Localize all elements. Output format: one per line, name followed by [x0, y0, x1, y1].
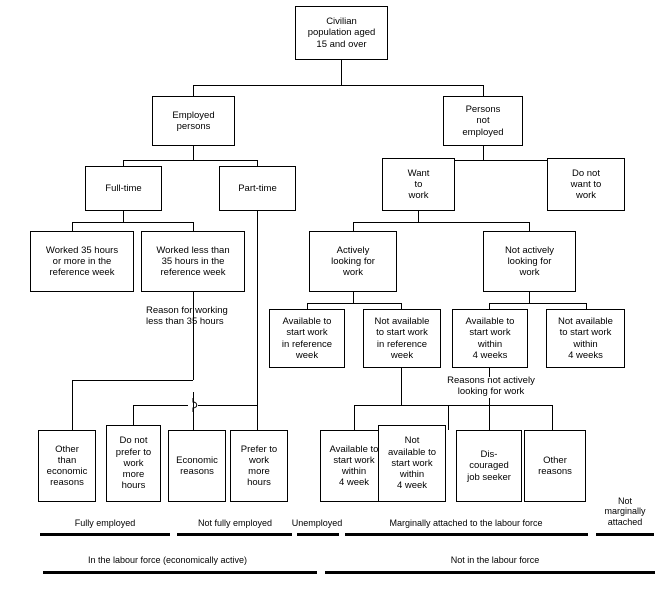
connector-notemployed-bus — [418, 160, 586, 161]
node-prefer-more-hours: Prefer to work more hours — [230, 430, 288, 502]
node-available-reference-week: Available to start work in reference wee… — [269, 309, 345, 368]
connector-want-down — [418, 211, 419, 222]
connector-notactively-up — [529, 222, 530, 231]
category-rule-not-fully-employed — [177, 533, 292, 536]
connector-employed-down — [193, 146, 194, 160]
connector-discouraged-up — [489, 405, 490, 430]
connector-notavail4week-b-up — [448, 405, 449, 430]
connector-reason-lower-bus-right — [198, 405, 257, 406]
connector-actively-up — [353, 222, 354, 231]
category-not-marginally-attached: Not marginally attached — [604, 496, 646, 527]
node-other-reasons: Other reasons — [524, 430, 586, 502]
node-actively-looking: Actively looking for work — [309, 231, 397, 292]
connector-actively-down — [353, 292, 354, 303]
connector-root-down — [341, 60, 342, 85]
connector-workedless-down — [193, 292, 194, 380]
node-available-within-4-week-b: Available to start work within 4 week — [320, 430, 388, 502]
connector-parttime-down — [257, 211, 258, 405]
node-want-to-work: Want to work — [382, 158, 455, 211]
category-rule-fully-employed — [40, 533, 170, 536]
connector-avail4week-b-up — [354, 405, 355, 430]
connector-avail-ref-up — [307, 303, 308, 309]
node-employed-persons: Employed persons — [152, 96, 235, 146]
connector-otherreasons-up — [552, 405, 553, 430]
node-discouraged-job-seeker: Dis- couraged job seeker — [456, 430, 522, 502]
connector-4week-bus — [354, 405, 448, 406]
connector-fulltime-bus — [72, 222, 193, 223]
node-other-than-economic-reasons: Other than economic reasons — [38, 430, 96, 502]
node-part-time: Part-time — [219, 166, 296, 211]
category-rule-not-in-labour-force — [325, 571, 655, 574]
edge-label-reason-for-working-less: Reason for working less than 35 hours — [146, 305, 228, 328]
node-worked-less-than-35: Worked less than 35 hours in the referen… — [141, 231, 245, 292]
category-fully-employed: Fully employed — [74, 518, 136, 528]
connector-reason-upper-bus — [72, 380, 193, 381]
category-rule-marginally-attached — [345, 533, 588, 536]
node-worked-35-or-more: Worked 35 hours or more in the reference… — [30, 231, 134, 292]
node-do-not-prefer-more-hours: Do not prefer to work more hours — [106, 425, 161, 502]
node-do-not-want-to-work: Do not want to work — [547, 158, 625, 211]
node-available-within-4-weeks: Available to start work within 4 weeks — [452, 309, 528, 368]
node-not-available-within-4-weeks: Not available to start work within 4 wee… — [546, 309, 625, 368]
connector-workedless-up — [193, 222, 194, 231]
node-persons-not-employed: Persons not employed — [443, 96, 523, 146]
connector-employed-up — [193, 85, 194, 96]
connector-other-economic-down — [72, 380, 73, 430]
connector-not-employed-up — [483, 85, 484, 96]
connector-worked35-up — [72, 222, 73, 231]
category-rule-not-marginally-attached — [596, 533, 654, 536]
connector-prefermore-down — [257, 405, 258, 430]
node-full-time: Full-time — [85, 166, 162, 211]
category-in-labour-force: In the labour force (economically active… — [87, 555, 248, 565]
connector-employed-bus — [123, 160, 258, 161]
category-unemployed: Unemployed — [291, 518, 343, 528]
connector-reasons-notactively-down — [489, 398, 490, 405]
connector-reasons-bus — [443, 405, 552, 406]
category-marginally-attached: Marginally attached to the labour force — [389, 518, 543, 528]
connector-root-bus — [193, 85, 483, 86]
node-not-available-within-4-week-b: Not available to start work within 4 wee… — [378, 425, 446, 502]
connector-notactively-down — [529, 292, 530, 303]
connector-notemployed-down — [483, 146, 484, 160]
connector-avail4w-down — [489, 368, 490, 377]
connector-fulltime-up — [123, 160, 124, 166]
category-rule-unemployed — [297, 533, 339, 536]
connector-avail4w-up — [489, 303, 490, 309]
connector-notactively-bus — [489, 303, 586, 304]
connector-notavail-ref-up — [401, 303, 402, 309]
connector-reason-lower-bus-left — [133, 405, 188, 406]
connector-donotprefer-down — [133, 405, 134, 430]
line-hop-icon — [192, 398, 198, 412]
node-not-actively-looking: Not actively looking for work — [483, 231, 576, 292]
category-not-in-labour-force: Not in the labour force — [450, 555, 540, 565]
connector-notavail-ref-down — [401, 368, 402, 405]
connector-want-bus — [353, 222, 529, 223]
category-rule-in-labour-force — [43, 571, 317, 574]
connector-fulltime-down — [123, 211, 124, 222]
node-not-available-reference-week: Not available to start work in reference… — [363, 309, 441, 368]
node-civilian-population: Civilian population aged 15 and over — [295, 6, 388, 60]
edge-label-reasons-not-actively-looking: Reasons not actively looking for work — [447, 375, 535, 398]
connector-actively-bus — [307, 303, 401, 304]
connector-parttime-up — [257, 160, 258, 166]
node-economic-reasons: Economic reasons — [168, 430, 226, 502]
connector-notavail4w-up — [586, 303, 587, 309]
category-not-fully-employed: Not fully employed — [197, 518, 273, 528]
